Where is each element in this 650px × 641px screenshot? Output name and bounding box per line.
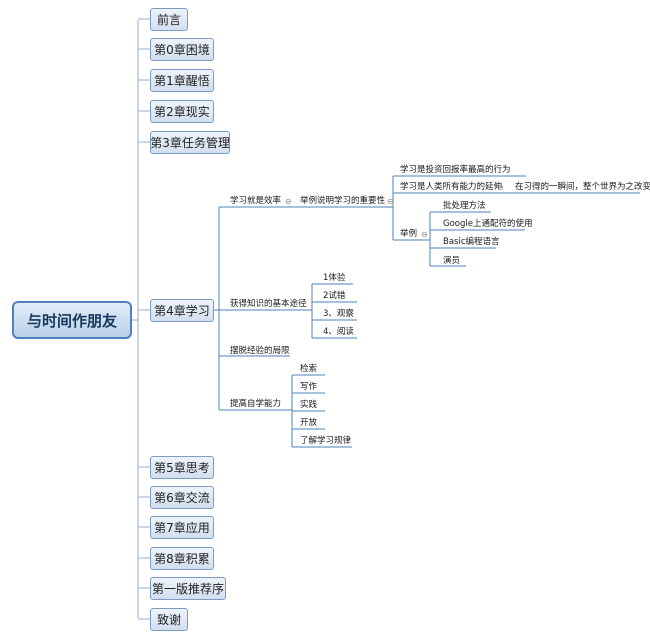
chapter-5[interactable]: 第5章思考	[150, 456, 214, 479]
example-google-wildcard[interactable]: Google上通配符的使用	[443, 219, 533, 229]
topic-break-limits[interactable]: 摆脱经验的局限	[230, 346, 290, 356]
skill-openness[interactable]: 开放	[300, 418, 318, 428]
chapter-7[interactable]: 第7章应用	[150, 516, 214, 539]
topic-learning-efficiency[interactable]: 学习就是效率	[230, 196, 282, 206]
collapse-toggle-icon[interactable]: ⊖	[285, 197, 292, 206]
root-node[interactable]: 与时间作朋友	[12, 301, 132, 339]
chapter-0[interactable]: 第0章困境	[150, 38, 214, 61]
topic-extension[interactable]: 学习是人类所有能力的延伸	[400, 182, 503, 192]
collapse-toggle-icon[interactable]: ⊖	[497, 183, 504, 192]
skill-practice[interactable]: 实践	[300, 400, 318, 410]
chapter-1[interactable]: 第1章醒悟	[150, 69, 214, 92]
skill-learning-rules[interactable]: 了解学习规律	[300, 436, 352, 446]
example-actor[interactable]: 演员	[443, 256, 461, 266]
topic-self-learning[interactable]: 提高自学能力	[230, 399, 282, 409]
collapse-toggle-icon[interactable]: ⊖	[387, 197, 394, 206]
chapter-2[interactable]: 第2章现实	[150, 100, 214, 123]
path-observation[interactable]: 3、观察	[323, 309, 354, 319]
chapter-foreword[interactable]: 第一版推荐序	[150, 577, 226, 600]
path-experience[interactable]: 1体验	[323, 273, 346, 283]
skill-writing[interactable]: 写作	[300, 382, 318, 392]
topic-examples[interactable]: 举例	[400, 229, 418, 239]
topic-knowledge-paths[interactable]: 获得知识的基本途径	[230, 299, 307, 309]
example-batch[interactable]: 批处理方法	[443, 201, 486, 211]
chapter-8[interactable]: 第8章积累	[150, 547, 214, 570]
chapter-thanks[interactable]: 致谢	[150, 608, 188, 631]
chapter-preface[interactable]: 前言	[150, 8, 188, 31]
chapter-4[interactable]: 第4章学习	[150, 299, 214, 322]
collapse-toggle-icon[interactable]: ⊖	[421, 230, 428, 239]
path-trial-error[interactable]: 2试错	[323, 291, 346, 301]
topic-roi[interactable]: 学习是投资回报率最高的行为	[400, 165, 511, 175]
topic-world-changes[interactable]: 在习得的一瞬间，整个世界为之改变	[515, 182, 650, 192]
example-basic[interactable]: Basic编程语言	[443, 237, 500, 247]
topic-importance[interactable]: 举例说明学习的重要性	[300, 196, 386, 206]
skill-search[interactable]: 检索	[300, 364, 318, 374]
path-reading[interactable]: 4、阅读	[323, 327, 354, 337]
chapter-6[interactable]: 第6章交流	[150, 486, 214, 509]
chapter-3[interactable]: 第3章任务管理	[150, 131, 230, 154]
